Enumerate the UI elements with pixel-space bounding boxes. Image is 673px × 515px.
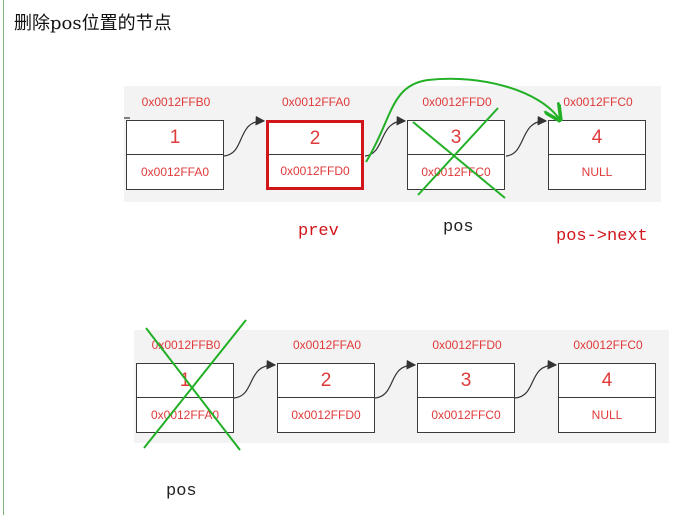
green-cross-node1-b — [143, 319, 247, 449]
node-next-pointer: NULL — [591, 408, 623, 422]
arrow-node3-to-node4 — [505, 115, 548, 157]
arrow2-node3-to-node4 — [514, 359, 558, 399]
node-value: 2 — [269, 123, 361, 155]
arrow-node2-to-node3 — [364, 115, 407, 157]
node-next-pointer: 0x0012FFC0 — [431, 408, 501, 422]
pos-label: pos — [443, 218, 474, 237]
arrow2-node1-to-node2 — [233, 359, 277, 399]
node-next-pointer: 0x0012FFD0 — [291, 408, 361, 422]
node-next-pointer: 0x0012FFA0 — [140, 165, 210, 179]
arrow2-node2-to-node3 — [374, 359, 417, 399]
node-next-pointer: 0x0012FFD0 — [280, 164, 350, 178]
node-value: 1 — [127, 121, 223, 155]
diagram2-node1-address: 0x0012FFB0 — [151, 338, 221, 352]
diagram2-node2: 2 0x0012FFD0 — [277, 363, 375, 433]
pos-next-label: pos->next — [556, 227, 648, 246]
green-bypass-arrow — [365, 77, 560, 163]
diagram1-node2-address: 0x0012FFA0 — [281, 95, 351, 109]
pos-label-2: pos — [166, 482, 197, 501]
green-cross-node3-a — [412, 121, 506, 199]
diagram2-node4: 4 NULL — [558, 363, 656, 433]
node-value: 4 — [559, 364, 655, 398]
diagram2-node3: 3 0x0012FFC0 — [417, 363, 515, 433]
diagram2-node3-address: 0x0012FFD0 — [432, 338, 502, 352]
left-border — [3, 0, 4, 515]
green-cross-node1-a — [145, 327, 241, 451]
node-value: 4 — [549, 121, 645, 155]
diagram1-node4: 4 NULL — [548, 120, 646, 190]
diagram1-node2-prev: 2 0x0012FFD0 — [266, 120, 364, 190]
diagram1-node1-address: 0x0012FFB0 — [141, 95, 211, 109]
diagram1-node3-address: 0x0012FFD0 — [422, 95, 492, 109]
diagram2-node2-address: 0x0012FFA0 — [292, 338, 362, 352]
node-next-pointer: NULL — [581, 165, 613, 179]
green-cross-node3-b — [417, 107, 499, 196]
arrow-node1-to-node2 — [223, 115, 266, 157]
node-next-pointer: 0x0012FFC0 — [421, 165, 491, 179]
node-value: 2 — [278, 364, 374, 398]
node-value: 3 — [418, 364, 514, 398]
diagram1-node4-address: 0x0012FFC0 — [563, 95, 633, 109]
prev-label: prev — [298, 222, 339, 241]
diagram2-node4-address: 0x0012FFC0 — [573, 338, 643, 352]
diagram1-node1: 1 0x0012FFA0 — [126, 120, 224, 190]
page-title: 删除pos位置的节点 — [14, 13, 172, 34]
